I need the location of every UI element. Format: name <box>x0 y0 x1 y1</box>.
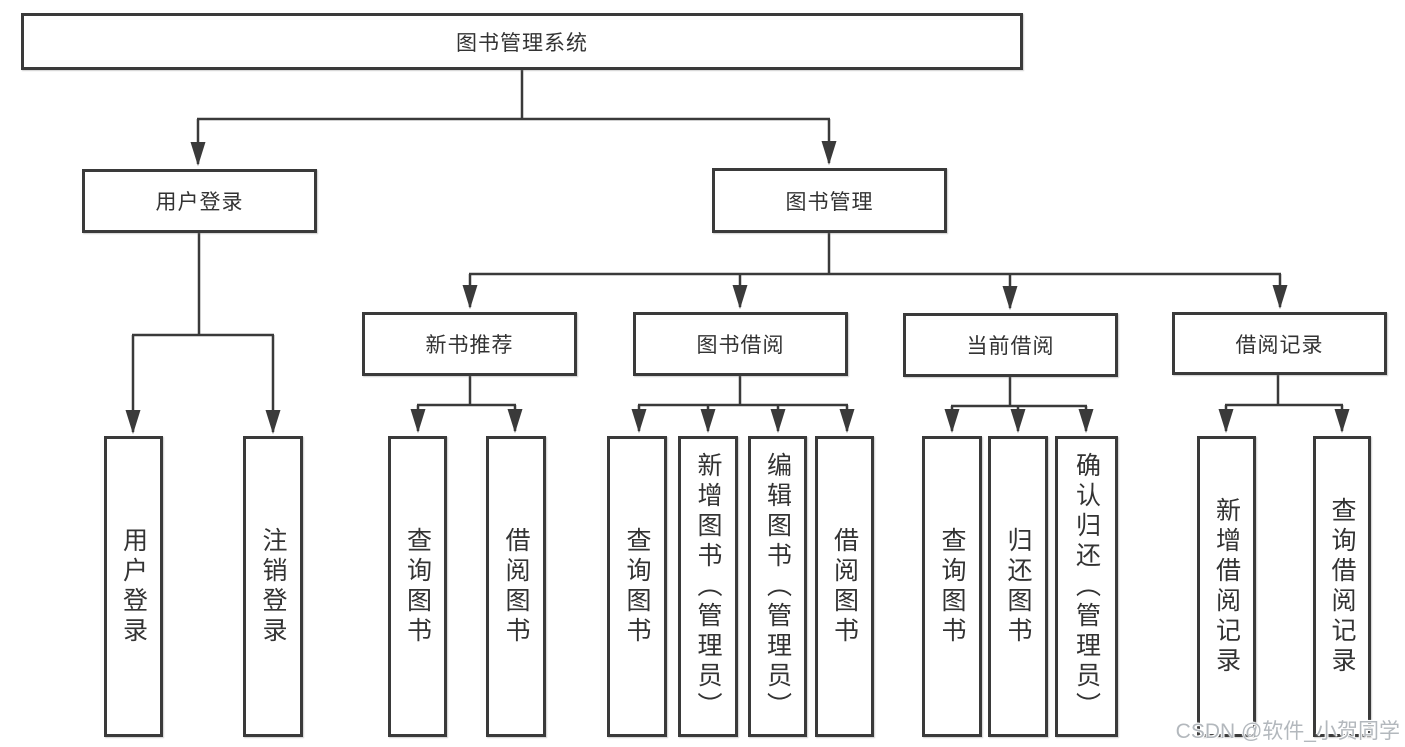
book-management-connector <box>462 233 1288 310</box>
leaf-add-borrow-record: 新增借阅记录 <box>1197 436 1256 737</box>
leaf-query-books-recommend: 查询图书 <box>388 436 447 737</box>
node-borrow-records: 借阅记录 <box>1172 312 1387 375</box>
borrow-records-connector <box>1218 375 1350 433</box>
current-borrowing-connector <box>944 377 1094 433</box>
node-new-book-recommendation: 新书推荐 <box>362 312 577 376</box>
leaf-confirm-return-admin: 确认归还（管理员） <box>1055 436 1118 737</box>
leaf-query-borrow-record: 查询借阅记录 <box>1313 436 1371 737</box>
node-library-management-system: 图书管理系统 <box>21 13 1023 70</box>
leaf-add-books-admin: 新增图书（管理员） <box>678 436 738 737</box>
leaf-logout: 注销登录 <box>243 436 303 737</box>
new-books-connector <box>410 376 523 433</box>
leaf-query-books-borrowing: 查询图书 <box>607 436 667 737</box>
leaf-return-books: 归还图书 <box>988 436 1048 737</box>
book-borrowing-connector <box>631 376 855 433</box>
node-book-management: 图书管理 <box>712 168 947 233</box>
leaf-user-login: 用户登录 <box>104 436 163 737</box>
leaf-edit-books-admin: 编辑图书（管理员） <box>748 436 807 737</box>
root-connector <box>190 70 837 166</box>
csdn-watermark: CSDN @软件_小贺同学 <box>1175 720 1400 743</box>
leaf-borrow-books-borrowing: 借阅图书 <box>815 436 874 737</box>
leaf-borrow-books-recommend: 借阅图书 <box>486 436 546 737</box>
user-login-connector <box>125 233 281 434</box>
leaf-query-books-current: 查询图书 <box>922 436 982 737</box>
node-current-borrowing: 当前借阅 <box>903 313 1118 377</box>
node-user-login: 用户登录 <box>82 169 317 233</box>
node-book-borrowing: 图书借阅 <box>633 312 848 376</box>
